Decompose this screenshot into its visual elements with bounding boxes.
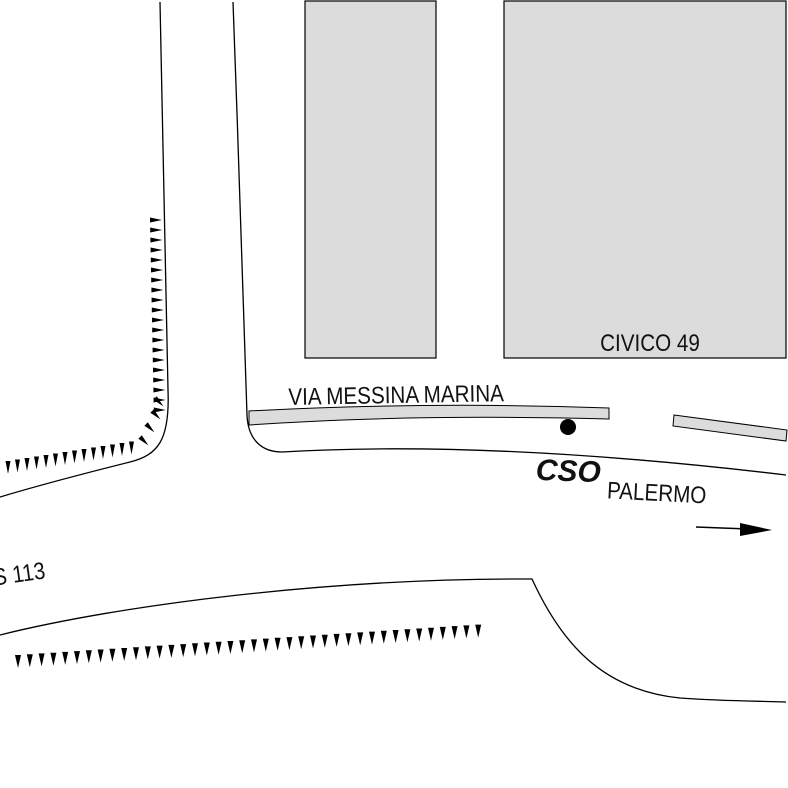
hatch-tick bbox=[156, 645, 163, 659]
hatch-tick bbox=[150, 247, 163, 253]
hatch-tick bbox=[91, 447, 96, 461]
hatch-tick bbox=[150, 217, 162, 223]
hatch-tick bbox=[151, 287, 164, 293]
embankment-hatching bbox=[5, 217, 482, 668]
cso-marker bbox=[560, 419, 576, 435]
direction-arrow-icon bbox=[695, 523, 772, 536]
hatch-tick bbox=[15, 459, 20, 473]
hatch-tick bbox=[97, 649, 104, 663]
hatch-tick bbox=[26, 654, 33, 668]
hatch-tick bbox=[50, 652, 57, 666]
hatch-tick bbox=[34, 456, 39, 470]
hatch-tick bbox=[369, 631, 375, 645]
hatch-tick bbox=[110, 444, 115, 458]
hatch-tick bbox=[286, 637, 293, 651]
label-civico-49: CIVICO 49 bbox=[600, 330, 700, 357]
hatch-tick bbox=[24, 458, 30, 471]
hatch-tick bbox=[133, 647, 139, 661]
hatch-tick bbox=[129, 441, 134, 455]
hatch-tick bbox=[109, 648, 116, 662]
hatch-tick bbox=[38, 653, 45, 667]
building-left bbox=[304, 0, 437, 359]
hatch-tick bbox=[150, 257, 163, 263]
hatch-tick bbox=[192, 643, 198, 657]
main-road-south-edge bbox=[0, 578, 787, 703]
hatch-tick bbox=[151, 277, 164, 283]
hatch-tick bbox=[153, 367, 165, 373]
hatch-tick bbox=[144, 646, 151, 660]
hatch-tick bbox=[81, 449, 87, 462]
hatch-tick bbox=[151, 267, 163, 273]
hatch-tick bbox=[321, 634, 328, 648]
hatch-tick bbox=[463, 625, 470, 639]
hatch-tick bbox=[380, 630, 387, 644]
hatch-tick bbox=[239, 640, 246, 654]
hatch-tick bbox=[5, 461, 11, 474]
hatch-tick bbox=[475, 624, 482, 638]
hatch-tick bbox=[451, 626, 458, 640]
hatch-tick bbox=[43, 455, 49, 468]
hatch-tick bbox=[345, 633, 352, 647]
hatch-tick bbox=[152, 317, 164, 323]
hatch-tick bbox=[310, 635, 316, 649]
hatch-tick bbox=[150, 237, 163, 243]
hatch-tick bbox=[227, 641, 234, 654]
hatch-tick bbox=[100, 446, 106, 459]
hatch-tick bbox=[153, 407, 166, 413]
hatch-tick bbox=[62, 452, 68, 465]
sidewalk-strip-east bbox=[672, 414, 788, 442]
hatch-tick bbox=[62, 651, 69, 665]
hatch-tick bbox=[152, 337, 165, 343]
hatch-tick bbox=[262, 638, 269, 652]
hatch-tick bbox=[138, 435, 149, 446]
road-edges bbox=[0, 1, 787, 703]
hatch-tick bbox=[439, 626, 446, 640]
hatch-tick bbox=[153, 387, 166, 393]
side-road-right-edge bbox=[232, 1, 787, 476]
hatch-tick bbox=[53, 453, 58, 467]
hatch-tick bbox=[15, 655, 21, 668]
hatch-tick bbox=[153, 396, 164, 407]
hatch-tick bbox=[357, 632, 364, 646]
hatch-tick bbox=[392, 630, 399, 643]
label-cso: CSO bbox=[535, 454, 601, 489]
hatch-tick bbox=[150, 227, 163, 233]
hatch-tick bbox=[203, 642, 210, 656]
hatch-tick bbox=[168, 644, 175, 658]
hatch-tick bbox=[152, 357, 165, 363]
hatch-tick bbox=[416, 628, 423, 642]
hatch-tick bbox=[298, 636, 305, 650]
hatch-tick bbox=[72, 450, 77, 464]
hatch-tick bbox=[152, 347, 165, 353]
side-road-left-edge bbox=[0, 1, 169, 498]
label-palermo: PALERMO bbox=[606, 477, 707, 509]
label-ss-113: SS 113 bbox=[0, 557, 47, 593]
hatch-tick bbox=[85, 650, 92, 664]
hatch-tick bbox=[153, 377, 166, 383]
hatch-tick bbox=[119, 443, 125, 456]
hatch-tick bbox=[251, 639, 257, 653]
hatch-tick bbox=[333, 633, 340, 647]
hatch-tick bbox=[151, 297, 164, 303]
hatch-tick bbox=[152, 327, 165, 333]
hatch-tick bbox=[215, 641, 222, 655]
label-via-messina-marina: VIA MESSINA MARINA bbox=[288, 380, 504, 411]
hatch-tick bbox=[150, 409, 161, 420]
hatch-tick bbox=[274, 637, 281, 651]
hatch-tick bbox=[428, 627, 434, 641]
building-civico-49 bbox=[503, 0, 787, 359]
sidewalk-strip-west bbox=[248, 404, 610, 426]
hatch-tick bbox=[144, 422, 155, 433]
hatch-tick bbox=[404, 629, 411, 643]
hatch-tick bbox=[151, 307, 164, 313]
hatch-tick bbox=[121, 648, 128, 661]
hatch-tick bbox=[180, 644, 187, 658]
hatch-tick bbox=[74, 651, 80, 665]
